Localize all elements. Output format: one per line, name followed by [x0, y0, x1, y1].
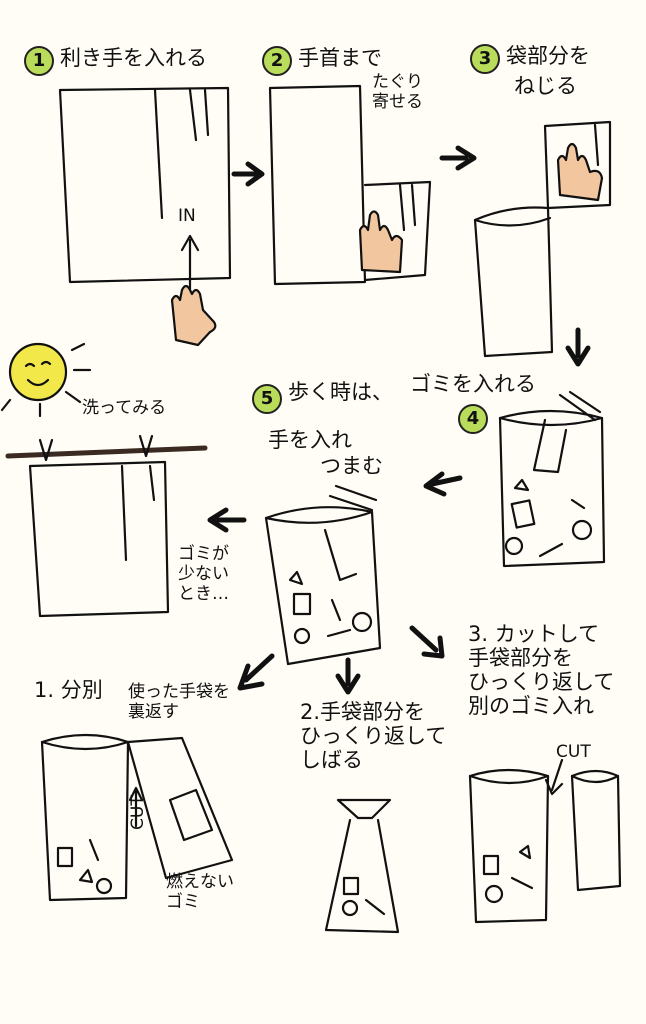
arrow-to-wash	[207, 507, 247, 533]
in-label: IN	[178, 206, 196, 226]
step5-label-3: つまむ	[320, 454, 383, 478]
option1-note: 燃えない ゴミ	[166, 872, 234, 912]
step2-number: 2	[262, 46, 292, 76]
arrow-1-2	[231, 161, 265, 187]
wash-label: 洗ってみる	[82, 398, 167, 418]
option3-bags	[468, 758, 622, 924]
step2-label-2: たぐり 寄せる	[372, 72, 423, 112]
step4-number: 4	[458, 404, 488, 434]
option3-title: 3. カットして 手袋部分を ひっくり返して 別のゴミ入れ	[468, 622, 615, 718]
rope	[5, 445, 208, 459]
arrow-3-4	[565, 327, 591, 367]
option2-bag	[324, 798, 400, 934]
step1-label: 利き手を入れる	[60, 46, 207, 70]
option1-title: 1. 分別	[34, 678, 103, 702]
cut-label-2: CUT	[556, 742, 591, 762]
step3-bag	[473, 120, 612, 358]
step4-bag	[498, 390, 606, 568]
clip-right	[138, 434, 154, 458]
option1-bags	[40, 733, 234, 902]
step3-label: 袋部分を	[506, 44, 590, 68]
step3-label-2: ねじる	[514, 74, 577, 98]
arrow-5-o1	[237, 653, 275, 691]
step3-hand	[556, 142, 604, 202]
step2-label: 手首まで	[298, 46, 382, 70]
step1-bag	[58, 86, 232, 284]
step2-hand	[358, 210, 404, 274]
sun	[0, 342, 92, 418]
wash-bag	[28, 460, 170, 618]
arrow-4-5	[423, 471, 463, 497]
option1-sub: 使った手袋を 裏返す	[128, 682, 230, 722]
step4-label: ゴミを入れる	[410, 372, 536, 396]
step5-number: 5	[252, 384, 282, 414]
step1-hand	[170, 284, 217, 347]
arrow-5-o3	[409, 625, 445, 659]
step5-label-2: 手を入れ	[268, 428, 352, 452]
arrow-5-o2	[335, 657, 361, 695]
arrow-2-3	[439, 145, 477, 171]
step5-bag	[264, 484, 382, 666]
step2-bag	[268, 84, 432, 286]
few-trash-label: ゴミが 少ない とき…	[178, 544, 229, 604]
cut-label-1: CUT	[128, 795, 148, 830]
step5-label: 歩く時は、	[288, 380, 393, 404]
step1-number: 1	[24, 46, 54, 76]
option2-title: 2.手袋部分を ひっくり返して しばる	[300, 700, 447, 772]
clip-left	[38, 438, 54, 462]
step3-number: 3	[470, 44, 500, 74]
